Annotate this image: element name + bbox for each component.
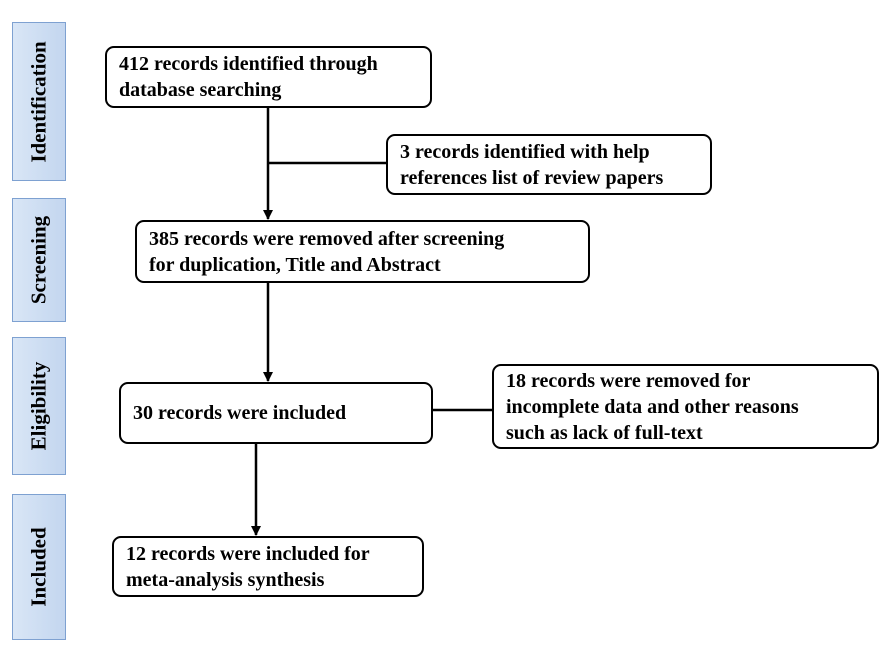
box-records-excluded-line2: incomplete data and other reasons (506, 395, 799, 418)
box-records-excluded-line1: 18 records were removed for (506, 369, 751, 392)
box-additional-records-line1: 3 records identified with help (400, 140, 650, 163)
box-records-excluded-line3: such as lack of full-text (506, 421, 703, 444)
box-records-identified: 412 records identified through database … (105, 46, 432, 108)
box-records-eligible-line1: 30 records were included (133, 402, 347, 424)
stage-tab-included: Included (12, 494, 66, 640)
box-records-final-line1: 12 records were included for (126, 542, 370, 565)
box-records-identified-line2: database searching (119, 79, 282, 101)
box-additional-records-line2: references list of review papers (400, 166, 664, 189)
box-records-eligible: 30 records were included (119, 382, 433, 444)
box-records-identified-line1: 412 records identified through (119, 53, 378, 75)
box-records-final: 12 records were included for meta-analys… (112, 536, 424, 597)
box-records-excluded: 18 records were removed for incomplete d… (492, 364, 879, 449)
box-records-screened-line2: for duplication, Title and Abstract (149, 253, 441, 276)
box-records-screened: 385 records were removed after screening… (135, 220, 590, 283)
stage-tab-identification: Identification (12, 22, 66, 181)
stage-tab-eligibility: Eligibility (12, 337, 66, 475)
box-records-final-line2: meta-analysis synthesis (126, 568, 325, 591)
stage-tab-screening: Screening (12, 198, 66, 322)
box-additional-records: 3 records identified with help reference… (386, 134, 712, 195)
box-records-screened-line1: 385 records were removed after screening (149, 227, 505, 250)
